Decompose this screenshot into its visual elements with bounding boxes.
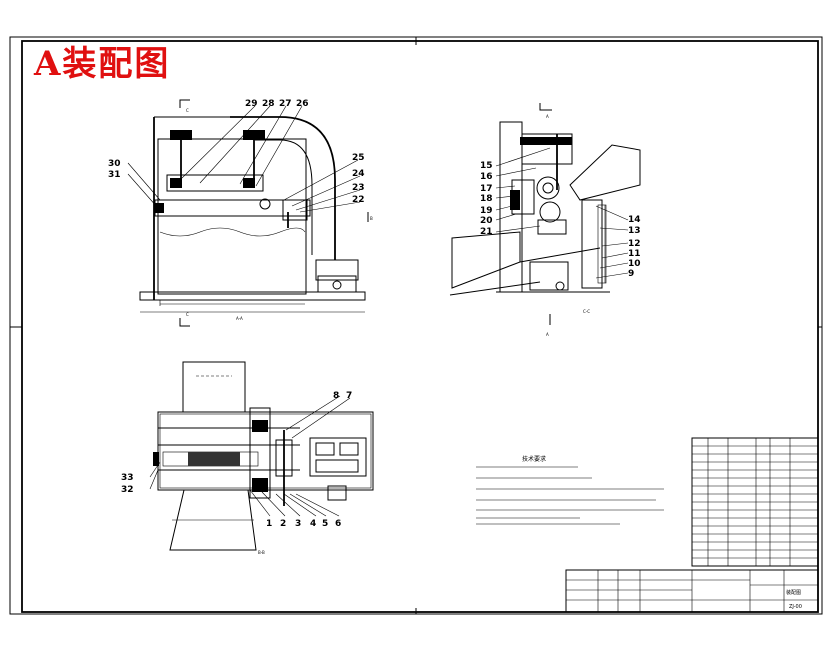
part-label-5: 5 — [322, 519, 328, 529]
part-label-7: 7 — [346, 391, 352, 401]
side-view: A A C-C — [449, 103, 641, 337]
part-label-13: 13 — [628, 226, 641, 236]
part-label-29: 29 — [245, 99, 258, 109]
technical-requirements: 技术要求 — [476, 455, 664, 525]
part-label-10: 10 — [628, 259, 641, 269]
part-label-16: 16 — [480, 172, 493, 182]
title-block-drawing-name: 装配图 — [786, 589, 801, 596]
part-label-14: 14 — [628, 215, 641, 225]
outer-border — [9, 36, 823, 615]
drawing-title: A装配图 — [34, 44, 171, 84]
part-label-33: 33 — [121, 473, 134, 483]
front-view: C C B A-A — [127, 99, 373, 327]
part-label-26: 26 — [296, 99, 309, 109]
part-label-22: 22 — [352, 195, 365, 205]
title-block: 装配图 ZJ-00 — [565, 569, 819, 613]
side-cut-marker-top: A — [546, 114, 549, 119]
title-block-drawing-number: ZJ-00 — [789, 604, 802, 610]
part-label-8: 8 — [333, 391, 339, 401]
part-label-11: 11 — [628, 249, 641, 259]
tech-req-heading: 技术要求 — [522, 455, 546, 463]
part-label-12: 12 — [628, 239, 641, 249]
top-section-label: B-B — [258, 550, 265, 555]
part-label-3: 3 — [295, 519, 301, 529]
part-label-25: 25 — [352, 153, 365, 163]
front-section-label: A-A — [236, 316, 243, 321]
parts-list — [691, 437, 819, 567]
part-label-30: 30 — [108, 159, 121, 169]
side-cut-marker-bottom: A — [546, 332, 549, 337]
part-label-24: 24 — [352, 169, 365, 179]
part-label-23: 23 — [352, 183, 365, 193]
inner-border — [21, 40, 819, 613]
part-label-4: 4 — [310, 519, 316, 529]
top-view: B-B — [149, 361, 374, 555]
part-label-15: 15 — [480, 161, 493, 171]
part-label-1: 1 — [266, 519, 272, 529]
part-label-31: 31 — [108, 170, 121, 180]
part-label-20: 20 — [480, 216, 493, 226]
front-cut-marker-bottom: C — [186, 312, 189, 317]
part-label-19: 19 — [480, 206, 493, 216]
front-cut-marker-right: B — [370, 216, 373, 221]
part-label-2: 2 — [280, 519, 286, 529]
part-label-21: 21 — [480, 227, 493, 237]
part-label-17: 17 — [480, 184, 493, 194]
part-label-6: 6 — [335, 519, 341, 529]
part-label-28: 28 — [262, 99, 275, 109]
part-label-9: 9 — [628, 269, 634, 279]
part-label-27: 27 — [279, 99, 292, 109]
part-label-18: 18 — [480, 194, 493, 204]
front-cut-marker-top: C — [186, 108, 189, 113]
side-section-label: C-C — [583, 309, 590, 314]
part-label-32: 32 — [121, 485, 134, 495]
